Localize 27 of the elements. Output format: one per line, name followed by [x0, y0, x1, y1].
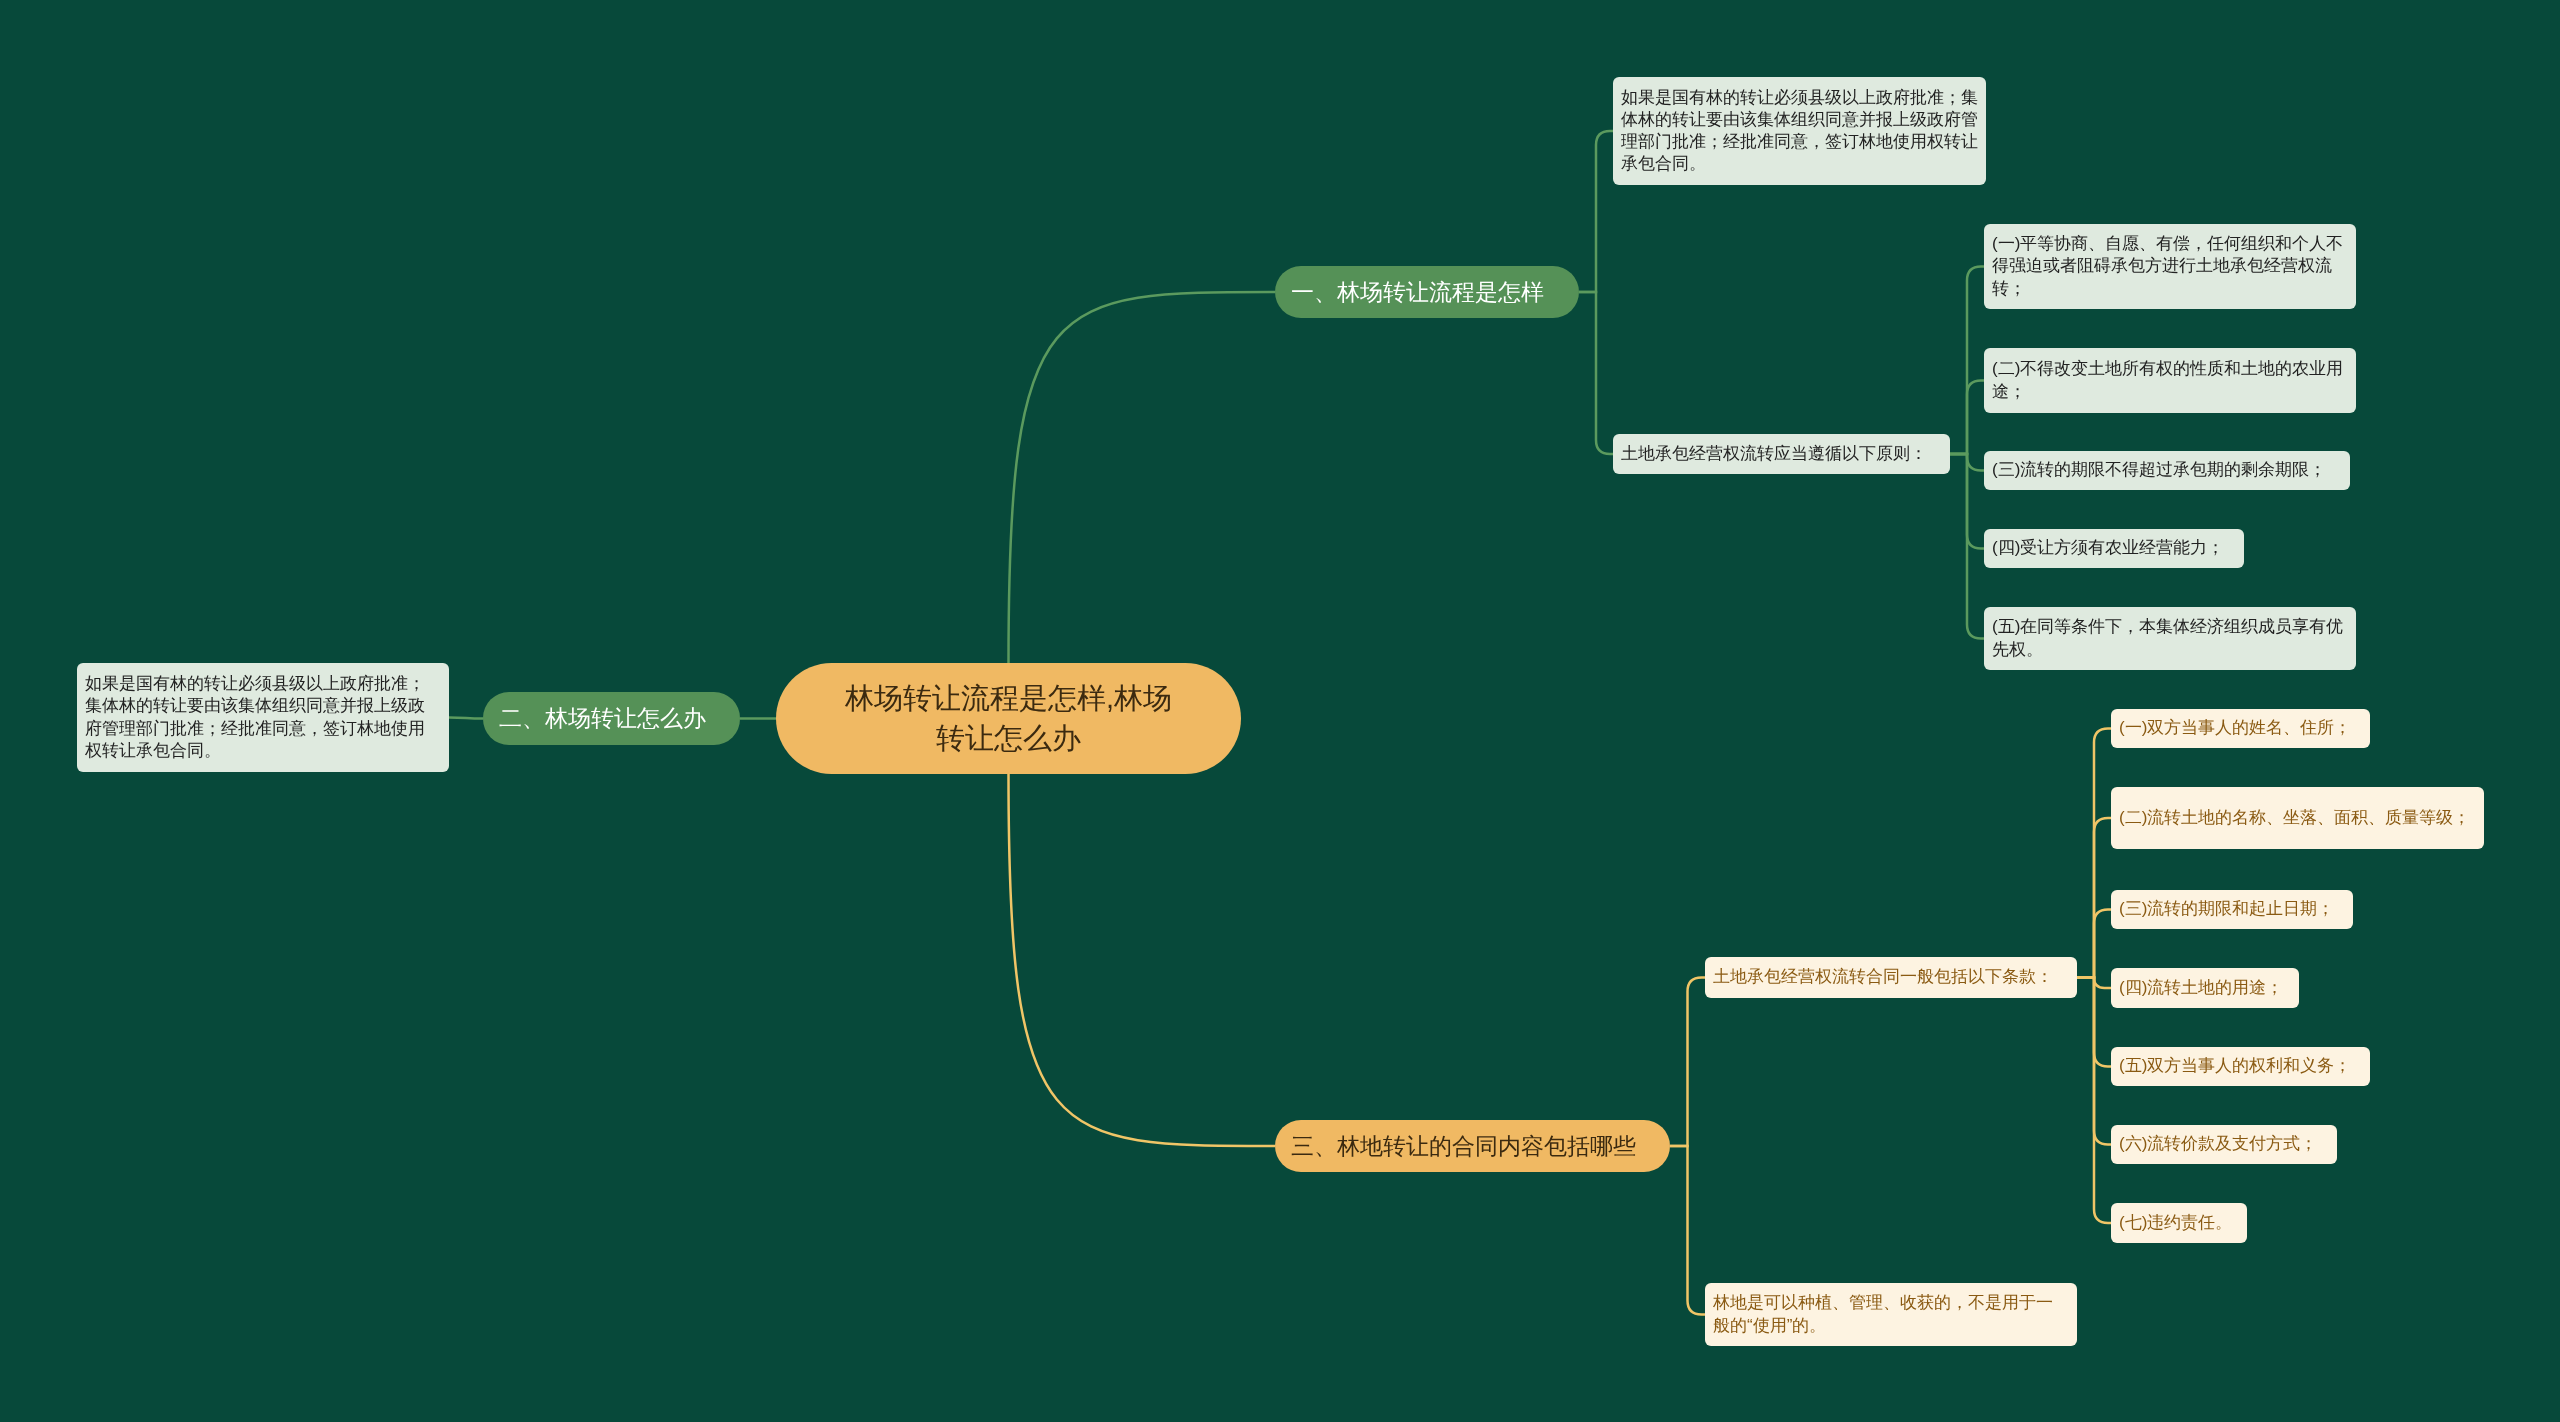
subtopic-box: (一)双方当事人的姓名、住所； — [2111, 709, 2370, 748]
subtopic-box: (四)流转土地的用途； — [2111, 968, 2299, 1008]
branch-connector — [449, 716, 483, 720]
branch-topic: 一、林场转让流程是怎样 — [1275, 266, 1579, 318]
subtopic-box: (三)流转的期限不得超过承包期的剩余期限； — [1984, 451, 2350, 490]
branch-connector — [1579, 290, 1613, 456]
subtopic-box: (二)不得改变土地所有权的性质和土地的农业用途； — [1984, 348, 2356, 413]
subtopic-box: 如果是国有林的转让必须县级以上政府批准；集体林的转让要由该集体组织同意并报上级政府管理部门批准；经批准同意，签订林地使用权转让承包合同。 — [1613, 77, 1986, 185]
branch-topic: 二、林场转让怎么办 — [483, 692, 740, 745]
subtopic-box: (三)流转的期限和起止日期； — [2111, 890, 2353, 929]
subtopic-box: (七)违约责任。 — [2111, 1203, 2247, 1243]
subtopic-box: 如果是国有林的转让必须县级以上政府批准；集体林的转让要由该集体组织同意并报上级政府管理部门批准；经批准同意，签订林地使用权转让承包合同。 — [77, 663, 449, 772]
branch-connector — [1007, 774, 1275, 1148]
branch-connector — [740, 717, 776, 720]
subtopic-box: (二)流转土地的名称、坐落、面积、质量等级； — [2111, 787, 2484, 849]
branch-connector — [1950, 452, 1984, 640]
subtopic-box: 土地承包经营权流转应当遵循以下原则： — [1613, 434, 1950, 474]
subtopic-box: (四)受让方须有农业经营能力； — [1984, 529, 2244, 568]
subtopic-box: 土地承包经营权流转合同一般包括以下条款： — [1705, 957, 2077, 998]
subtopic-box: (一)平等协商、自愿、有偿，任何组织和个人不得强迫或者阻碍承包方进行土地承包经营权流转； — [1984, 224, 2356, 309]
branch-connector — [1007, 290, 1275, 663]
subtopic-box: (五)在同等条件下，本集体经济组织成员享有优先权。 — [1984, 607, 2356, 670]
subtopic-box: (五)双方当事人的权利和义务； — [2111, 1047, 2370, 1086]
subtopic-box: 林地是可以种植、管理、收获的，不是用于一般的“使用”的。 — [1705, 1283, 2077, 1346]
branch-topic: 三、林地转让的合同内容包括哪些 — [1275, 1120, 1670, 1172]
subtopic-box: (六)流转价款及支付方式； — [2111, 1125, 2337, 1164]
central-topic: 林场转让流程是怎样,林场转让怎么办 — [776, 663, 1241, 774]
